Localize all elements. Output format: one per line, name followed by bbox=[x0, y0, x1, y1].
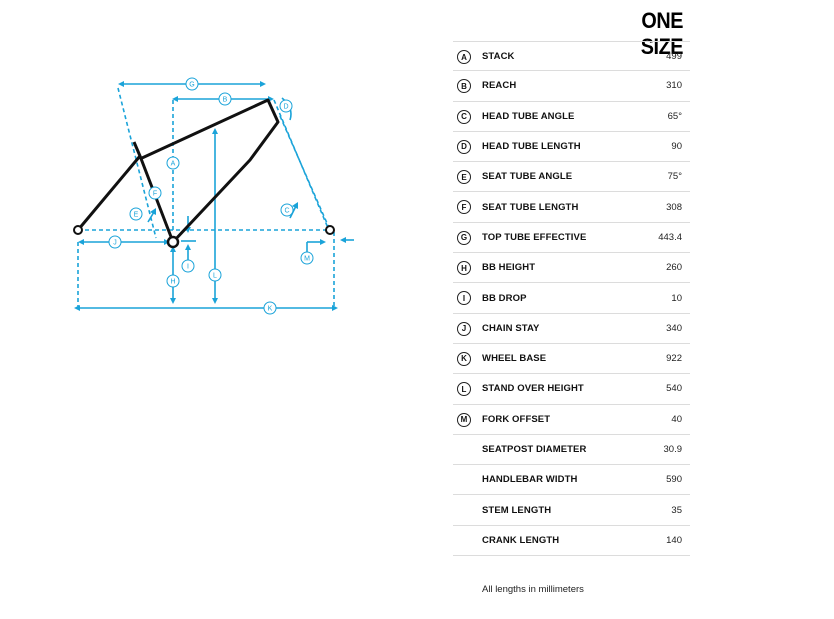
row-letter-badge: E bbox=[457, 170, 471, 185]
badge-l: L bbox=[208, 268, 222, 282]
table-row: STEM LENGTH 35 bbox=[453, 495, 690, 526]
table-row: HANDLEBAR WIDTH 590 bbox=[453, 465, 690, 496]
svg-text:I: I bbox=[187, 264, 189, 271]
table-row: F SEAT TUBE LENGTH 308 bbox=[453, 192, 690, 223]
badge-a: A bbox=[166, 156, 180, 170]
row-letter-badge: M bbox=[457, 412, 471, 427]
svg-text:E: E bbox=[134, 212, 139, 219]
row-value: 310 bbox=[666, 80, 682, 92]
row-letter-badge: B bbox=[457, 79, 471, 94]
badge-h: H bbox=[166, 274, 180, 288]
row-label: CRANK LENGTH bbox=[482, 534, 560, 546]
row-letter-badge: J bbox=[457, 321, 471, 336]
svg-text:A: A bbox=[171, 161, 176, 168]
row-label: REACH bbox=[482, 80, 517, 92]
row-label: SEAT TUBE ANGLE bbox=[482, 171, 573, 183]
row-value: 140 bbox=[666, 534, 682, 546]
table-row: C HEAD TUBE ANGLE 65° bbox=[453, 102, 690, 132]
table-row: H BB HEIGHT 260 bbox=[453, 253, 690, 284]
badge-d: D bbox=[279, 99, 293, 113]
geometry-diagram: A B C D E F G H I J K L M bbox=[73, 77, 354, 315]
row-value: 75° bbox=[667, 171, 682, 183]
badge-m: M bbox=[300, 251, 314, 265]
badge-b: B bbox=[218, 92, 232, 106]
badge-f: F bbox=[148, 186, 162, 200]
row-value: 499 bbox=[666, 50, 682, 62]
row-letter-badge: K bbox=[457, 351, 471, 366]
badge-e: E bbox=[129, 207, 143, 221]
badge-g: G bbox=[185, 77, 199, 91]
row-letter-badge: A bbox=[457, 50, 471, 64]
row-value: 35 bbox=[671, 504, 682, 516]
row-label: FORK OFFSET bbox=[482, 413, 551, 425]
row-label: BB DROP bbox=[482, 292, 527, 304]
row-label: STACK bbox=[482, 50, 515, 62]
row-label: BB HEIGHT bbox=[482, 262, 536, 274]
rear-axle bbox=[73, 225, 83, 235]
row-label: WHEEL BASE bbox=[482, 353, 547, 365]
svg-text:F: F bbox=[153, 191, 157, 198]
row-value: 40 bbox=[671, 413, 682, 425]
table-row: J CHAIN STAY 340 bbox=[453, 314, 690, 344]
row-label: TOP TUBE EFFECTIVE bbox=[482, 231, 587, 243]
row-value: 922 bbox=[666, 353, 682, 365]
table-row: M FORK OFFSET 40 bbox=[453, 405, 690, 435]
table-row: SEATPOST DIAMETER 30.9 bbox=[453, 435, 690, 466]
row-value: 540 bbox=[666, 383, 682, 395]
units-footnote: All lengths in millimeters bbox=[482, 584, 584, 595]
badge-c: C bbox=[280, 203, 294, 217]
badge-j: J bbox=[108, 235, 122, 249]
svg-text:D: D bbox=[283, 104, 288, 111]
row-label: SEAT TUBE LENGTH bbox=[482, 201, 579, 213]
table-row: G TOP TUBE EFFECTIVE 443.4 bbox=[453, 223, 690, 254]
table-row: A STACK 499 bbox=[453, 41, 690, 72]
bike-frame bbox=[76, 98, 280, 244]
svg-text:L: L bbox=[213, 273, 217, 280]
row-letter-badge: F bbox=[457, 200, 471, 215]
row-label: HEAD TUBE LENGTH bbox=[482, 141, 581, 153]
svg-text:M: M bbox=[304, 256, 310, 263]
svg-text:G: G bbox=[189, 82, 194, 89]
row-label: HANDLEBAR WIDTH bbox=[482, 474, 578, 486]
row-letter-badge: I bbox=[457, 291, 471, 306]
row-value: 65° bbox=[667, 110, 682, 122]
svg-text:K: K bbox=[268, 306, 273, 313]
row-value: 10 bbox=[671, 292, 682, 304]
row-value: 443.4 bbox=[658, 231, 682, 243]
table-row: L STAND OVER HEIGHT 540 bbox=[453, 374, 690, 405]
svg-text:H: H bbox=[170, 279, 175, 286]
row-value: 590 bbox=[666, 474, 682, 486]
table-row: I BB DROP 10 bbox=[453, 283, 690, 314]
svg-text:J: J bbox=[113, 240, 117, 247]
size-title: ONE SIZE bbox=[640, 8, 684, 59]
row-letter-badge: G bbox=[457, 230, 471, 245]
row-label: SEATPOST DIAMETER bbox=[482, 444, 587, 455]
row-letter-badge: H bbox=[457, 261, 471, 276]
row-value: 260 bbox=[666, 262, 682, 274]
row-letter-badge: D bbox=[457, 139, 471, 154]
row-letter-badge: L bbox=[457, 382, 471, 397]
row-value: 90 bbox=[671, 141, 682, 153]
svg-text:B: B bbox=[223, 97, 228, 104]
svg-text:C: C bbox=[284, 208, 289, 215]
table-row: D HEAD TUBE LENGTH 90 bbox=[453, 132, 690, 163]
row-value: 308 bbox=[666, 201, 682, 213]
table-row: B REACH 310 bbox=[453, 71, 690, 102]
row-letter-badge: C bbox=[457, 109, 471, 124]
table-row: E SEAT TUBE ANGLE 75° bbox=[453, 162, 690, 193]
badge-i: I bbox=[181, 259, 195, 273]
row-label: CHAIN STAY bbox=[482, 322, 540, 334]
badge-k: K bbox=[263, 301, 277, 315]
front-axle bbox=[325, 225, 335, 235]
row-label: STEM LENGTH bbox=[482, 504, 552, 516]
row-value: 340 bbox=[666, 322, 682, 334]
row-label: HEAD TUBE ANGLE bbox=[482, 110, 575, 122]
table-row: K WHEEL BASE 922 bbox=[453, 344, 690, 375]
row-label: STAND OVER HEIGHT bbox=[482, 383, 584, 395]
row-value: 30.9 bbox=[663, 444, 683, 455]
bottom-bracket bbox=[166, 235, 180, 249]
table-row: CRANK LENGTH 140 bbox=[453, 526, 690, 557]
